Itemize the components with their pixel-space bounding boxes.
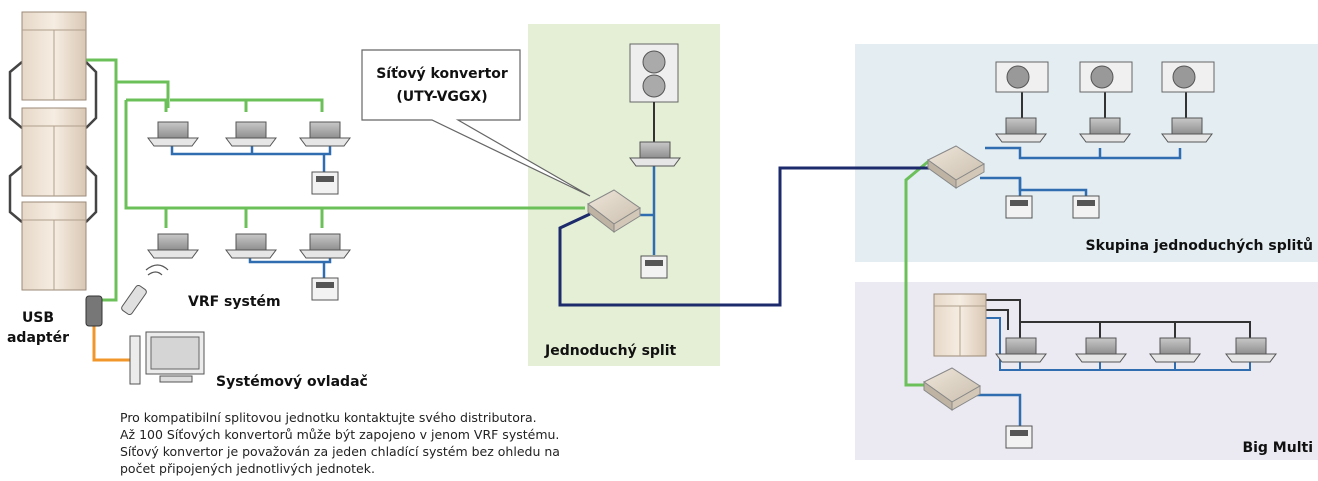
big-multi-wall-controller — [1005, 425, 1033, 449]
network-converter-1 — [587, 189, 641, 234]
vrf-outdoor-unit-1 — [21, 11, 87, 101]
usb-label-line2: adaptér — [7, 330, 69, 346]
vrf-wall-controller-2 — [311, 277, 339, 301]
refrigerant-lines — [170, 146, 1182, 426]
network-converter-3 — [923, 367, 981, 411]
big-multi-cassette-3 — [1149, 337, 1201, 363]
system-controller-pc — [129, 331, 205, 385]
network-lines — [86, 58, 931, 387]
outdoor-link-left — [8, 61, 23, 223]
usb-adapter-device — [85, 295, 103, 327]
vrf-outdoor-unit-2 — [21, 107, 87, 197]
group-outdoor-unit-3 — [1161, 61, 1215, 93]
vrf-cassette-6 — [299, 233, 351, 259]
vrf-system-label: VRF systém — [188, 294, 281, 310]
system-controller-label: Systémový ovladač — [216, 374, 368, 390]
note-line-3: Síťový konvertor je považován za jeden c… — [120, 444, 560, 459]
vrf-outdoor-unit-3 — [21, 201, 87, 291]
usb-cable — [92, 318, 132, 362]
group-piping — [1021, 92, 1187, 118]
vrf-cassette-2 — [225, 121, 277, 147]
vrf-cassette-3 — [299, 121, 351, 147]
group-outdoor-unit-2 — [1079, 61, 1133, 93]
vrf-cassette-1 — [147, 121, 199, 147]
big-multi-piping — [986, 299, 1251, 338]
vrf-wall-controller-1 — [311, 171, 339, 195]
remote-control-icon — [121, 264, 169, 316]
big-multi-cassette-4 — [1225, 337, 1277, 363]
split-wall-controller — [640, 255, 668, 279]
group-outdoor-unit-1 — [995, 61, 1049, 93]
simple-split-group-label: Skupina jednoduchých splitů — [1086, 237, 1314, 254]
group-cassette-3 — [1161, 117, 1213, 143]
note-line-1: Pro kompatibilní splitovou jednotku kont… — [120, 410, 537, 425]
group-cassette-1 — [995, 117, 1047, 143]
note-line-2: Až 100 Síťových konvertorů může být zapo… — [120, 427, 559, 442]
group-cassette-2 — [1079, 117, 1131, 143]
split-outdoor-unit — [629, 43, 679, 142]
converter-label-line2: (UTY-VGGX) — [396, 89, 487, 105]
group-wall-controller-1 — [1005, 195, 1033, 219]
big-multi-outdoor-unit — [933, 293, 987, 357]
converter-link — [558, 166, 930, 307]
vrf-cassette-5 — [225, 233, 277, 259]
usb-label-line1: USB — [22, 310, 54, 326]
note-line-4: počet připojených jednotlivých jednotek. — [120, 461, 375, 476]
converter-label-line1: Síťový konvertor — [376, 66, 508, 82]
simple-split-zone — [528, 24, 720, 366]
network-converter-2 — [927, 145, 985, 189]
big-multi-cassette-1 — [995, 337, 1047, 363]
group-wall-controller-2 — [1072, 195, 1100, 219]
converter-callout-bubble — [361, 49, 591, 197]
big-multi-label: Big Multi — [1242, 440, 1313, 456]
big-multi-cassette-2 — [1075, 337, 1127, 363]
split-indoor-cassette — [629, 141, 681, 167]
big-multi-refrigerant — [986, 317, 1251, 371]
simple-split-label: Jednoduchý split — [544, 343, 677, 359]
outdoor-link-right — [85, 61, 98, 223]
vrf-cassette-4 — [147, 233, 199, 259]
